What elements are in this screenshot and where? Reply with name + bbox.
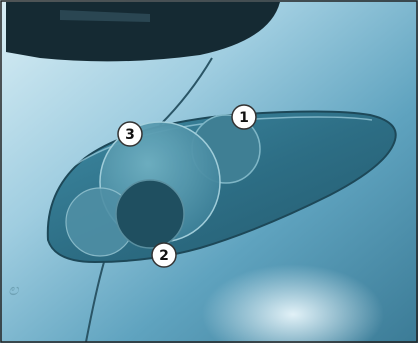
callout-2: 2 <box>152 243 176 267</box>
callout-2-label: 2 <box>159 248 169 264</box>
callout-1-label: 1 <box>239 110 249 126</box>
lamp-2 <box>116 180 184 248</box>
callout-3: 3 <box>118 122 142 146</box>
badge-mark: ಲ <box>8 280 20 299</box>
callout-1: 1 <box>232 105 256 129</box>
callout-3-label: 3 <box>125 127 135 143</box>
